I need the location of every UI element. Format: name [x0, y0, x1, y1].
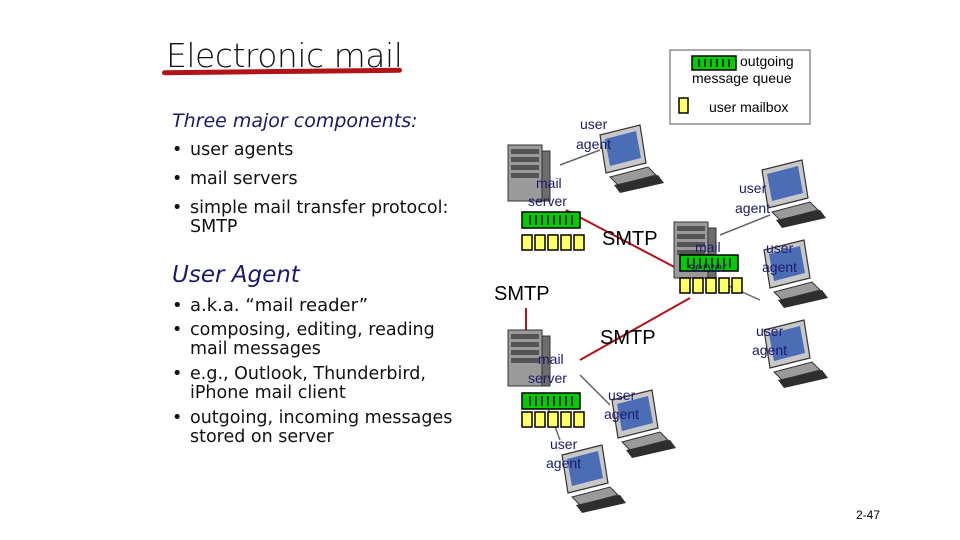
queue-legend-line1: outgoing: [740, 53, 794, 69]
smtp-label: SMTP: [602, 228, 658, 250]
user-label: user: [608, 387, 636, 403]
list-item: composing, editing, reading mail message…: [172, 321, 458, 359]
user-mailboxes-3: [521, 411, 585, 428]
user-label: user: [756, 323, 784, 339]
user-agent-pc-2: [761, 159, 827, 229]
list-item: simple mail transfer protocol: SMTP: [172, 199, 460, 237]
smtp-label: SMTP: [494, 283, 550, 305]
mail-label: mail: [695, 239, 721, 255]
list-item: user agents: [172, 141, 472, 161]
mail-label: mail: [538, 351, 564, 367]
agent-label: agent: [762, 259, 797, 275]
user-agent-list: a.k.a. “mail reader” composing, editing,…: [172, 296, 462, 453]
outgoing-queue-3: [521, 392, 581, 410]
agent-label: agent: [752, 342, 787, 358]
user-label: user: [550, 436, 578, 452]
components-list: user agents mail servers simple mail tra…: [172, 141, 472, 247]
outgoing-queue-1: [521, 211, 581, 229]
agent-label: agent: [604, 406, 639, 422]
list-item: outgoing, incoming messages stored on se…: [172, 409, 462, 447]
mailbox-legend-icon: [678, 97, 689, 114]
user-label: user: [739, 180, 767, 196]
queue-legend-line2: message queue: [692, 70, 792, 86]
agent-label: agent: [735, 200, 770, 216]
queue-legend-icon: [691, 55, 737, 71]
user-label: user: [580, 116, 608, 132]
user-label: user: [766, 240, 794, 256]
mail-label: mail: [536, 175, 562, 191]
agent-label: agent: [576, 136, 611, 152]
smtp-label: SMTP: [600, 327, 656, 349]
page-number: 2-47: [856, 508, 881, 522]
server-label: server: [528, 370, 567, 386]
server-label: server: [528, 193, 567, 209]
server-label: server: [688, 259, 727, 275]
list-item: mail servers: [172, 170, 472, 190]
user-mailboxes-2: [679, 277, 743, 294]
user-agent-heading: User Agent: [172, 262, 300, 288]
mailbox-legend-label: user mailbox: [709, 99, 788, 115]
agent-label: agent: [546, 455, 581, 471]
components-heading: Three major components:: [172, 110, 418, 132]
user-mailboxes-1: [521, 234, 585, 251]
list-item: e.g., Outlook, Thunderbird, iPhone mail …: [172, 365, 465, 403]
list-item: a.k.a. “mail reader”: [172, 296, 462, 315]
